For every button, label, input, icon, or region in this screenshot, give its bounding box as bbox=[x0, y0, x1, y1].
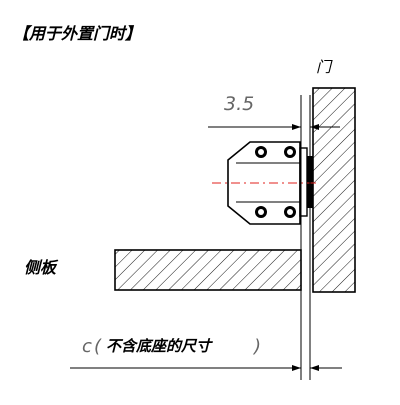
dimension-c-prefix: c bbox=[82, 336, 92, 357]
screw-bottom-left bbox=[255, 206, 267, 218]
dimension-c-open-paren: ( bbox=[94, 336, 102, 357]
door-panel bbox=[312, 87, 356, 293]
screw-top-right bbox=[284, 146, 296, 158]
dimension-3-5: 3.5 bbox=[208, 93, 340, 130]
screw-top-left bbox=[255, 146, 267, 158]
diagram-title: 【用于外置门时】 bbox=[13, 24, 141, 43]
dimension-c-note: 不含底座的尺寸 bbox=[106, 337, 213, 355]
side-panel bbox=[114, 249, 302, 291]
dimension-c: c ( 不含底座的尺寸 ) bbox=[70, 336, 342, 371]
screw-bottom-right bbox=[284, 206, 296, 218]
dimension-value-3-5: 3.5 bbox=[224, 93, 254, 115]
side-panel-label: 侧板 bbox=[24, 258, 59, 277]
hinge-assembly bbox=[212, 141, 320, 225]
dimension-c-close-paren: ) bbox=[252, 336, 261, 357]
door-label: 门 bbox=[316, 58, 333, 76]
